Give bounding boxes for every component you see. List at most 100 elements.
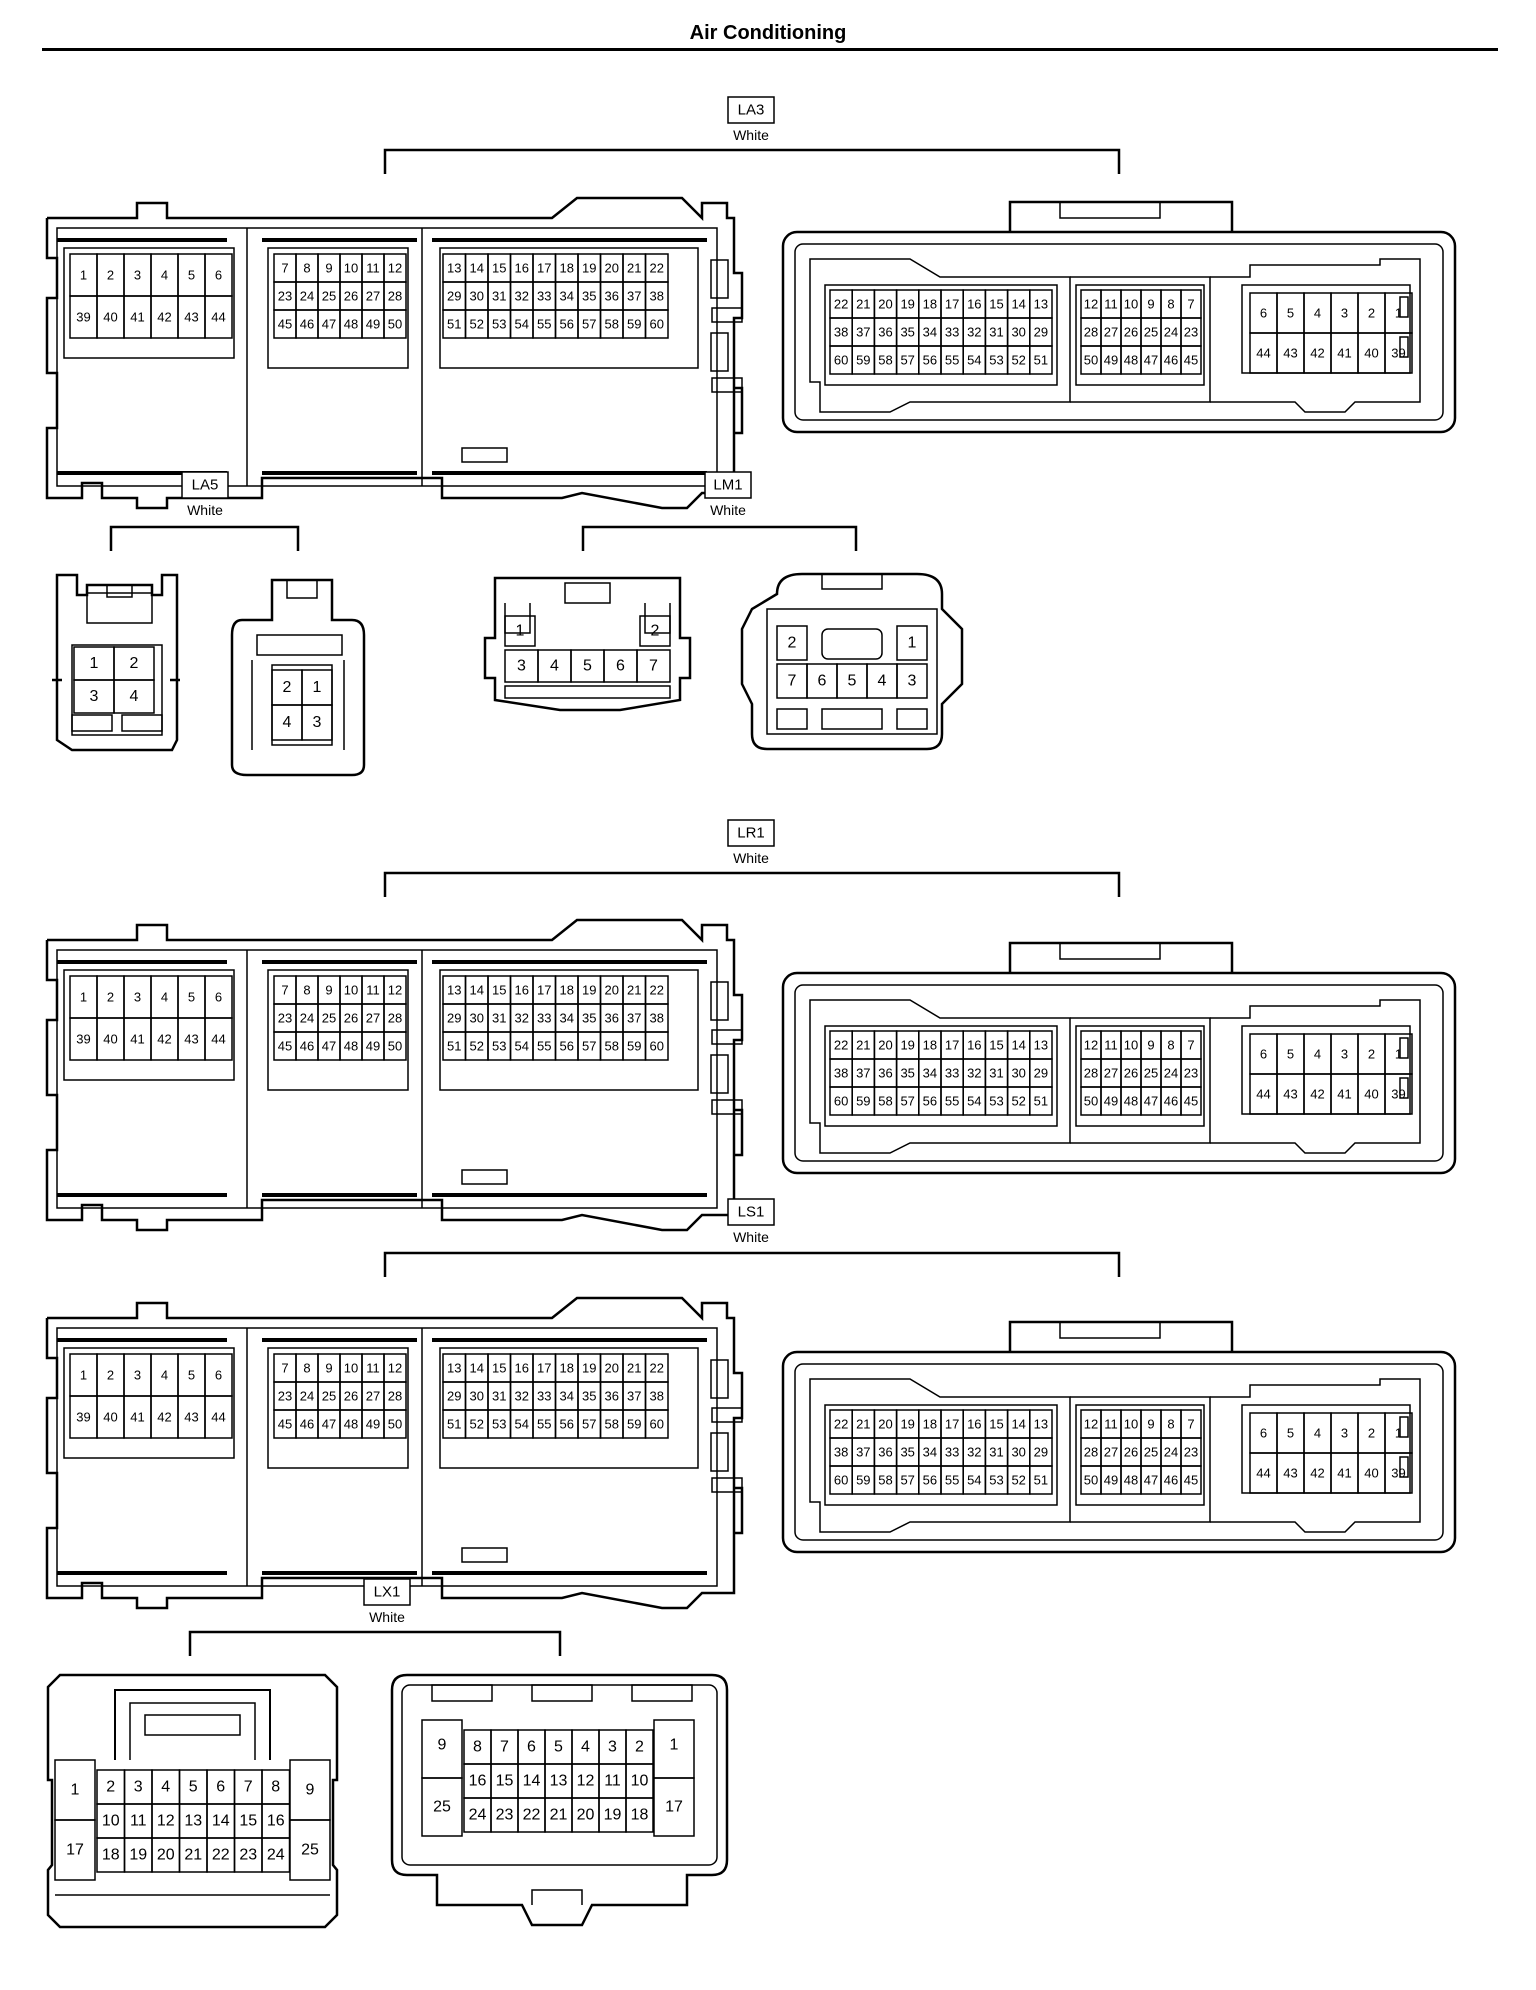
pin-label: 15: [989, 1417, 1003, 1432]
pin-label: 7: [281, 1361, 288, 1376]
pin-label: 59: [627, 1039, 641, 1054]
pin-label: 14: [212, 1813, 230, 1830]
page-title: Air Conditioning: [689, 22, 847, 44]
pin-label: 2: [283, 679, 292, 696]
pin-label: 27: [1104, 1066, 1118, 1081]
pin-label: 17: [945, 297, 959, 312]
pin-label: 58: [878, 1473, 892, 1488]
pin-label: 7: [281, 983, 288, 998]
pin-label: 20: [878, 297, 892, 312]
pin-label: 21: [184, 1847, 202, 1864]
pin-label: 44: [1256, 1466, 1270, 1481]
pin-label: 4: [1314, 1426, 1321, 1441]
pin-label: 51: [447, 1417, 461, 1432]
pin-label: 22: [834, 1038, 848, 1053]
pin-label: 57: [582, 1039, 596, 1054]
pin-label: 49: [366, 1039, 380, 1054]
pin-label: 31: [989, 325, 1003, 340]
pin-label: 9: [325, 1361, 332, 1376]
connector-code: LS1: [738, 1204, 765, 1221]
pin-label: 38: [834, 1445, 848, 1460]
connector-color: White: [733, 1229, 769, 1245]
pin-label: 8: [303, 261, 310, 276]
pin-label: 29: [447, 289, 461, 304]
pin-label: 45: [1184, 1473, 1198, 1488]
pin-label: 20: [878, 1417, 892, 1432]
pin-label: 56: [560, 1039, 574, 1054]
pin-label: 13: [1034, 1038, 1048, 1053]
pin-label: 17: [66, 1842, 84, 1859]
pin-label: 14: [470, 983, 484, 998]
pin-label: 46: [300, 1039, 314, 1054]
pin-label: 9: [1147, 1038, 1154, 1053]
pin-label: 13: [447, 1361, 461, 1376]
pin-label: 12: [577, 1773, 595, 1790]
pin-label: 52: [470, 1417, 484, 1432]
pin-label: 44: [1256, 1087, 1270, 1102]
pin-label: 35: [900, 1066, 914, 1081]
pin-label: 2: [107, 990, 114, 1005]
pin-label: 31: [492, 1389, 506, 1404]
pin-label: 48: [1124, 1473, 1138, 1488]
pin-label: 16: [967, 1038, 981, 1053]
pin-label: 51: [1034, 353, 1048, 368]
pin-label: 8: [303, 983, 310, 998]
connector-color: White: [369, 1609, 405, 1625]
pin-label: 10: [1124, 1038, 1138, 1053]
pin-label: 3: [517, 658, 526, 675]
pin-label: 35: [900, 325, 914, 340]
pin-label: 43: [1283, 1087, 1297, 1102]
pin-label: 7: [500, 1739, 509, 1756]
pin-label: 59: [856, 1473, 870, 1488]
pin-label: 26: [344, 1011, 358, 1026]
connector-color: White: [710, 502, 746, 518]
pin-label: 37: [856, 1066, 870, 1081]
pin-label: 23: [278, 1389, 292, 1404]
connector-color: White: [733, 850, 769, 866]
pin-label: 28: [388, 1011, 402, 1026]
pin-label: 6: [1260, 1426, 1267, 1441]
pin-label: 40: [1364, 1466, 1378, 1481]
pin-label: 26: [1124, 1066, 1138, 1081]
pin-label: 17: [537, 261, 551, 276]
pin-label: 22: [212, 1847, 230, 1864]
pin-label: 24: [300, 1389, 314, 1404]
pin-label: 60: [650, 1417, 664, 1432]
pin-label: 48: [344, 1039, 358, 1054]
pin-label: 51: [447, 1039, 461, 1054]
pin-label: 5: [188, 268, 195, 283]
pin-label: 22: [834, 1417, 848, 1432]
pin-label: 26: [1124, 1445, 1138, 1460]
pin-label: 52: [1011, 1094, 1025, 1109]
pin-label: 4: [1314, 1047, 1321, 1062]
pin-label: 16: [967, 297, 981, 312]
pin-label: 15: [492, 983, 506, 998]
pin-label: 4: [1314, 306, 1321, 321]
pin-label: 1: [80, 268, 87, 283]
pin-label: 47: [1144, 1473, 1158, 1488]
pin-label: 16: [515, 261, 529, 276]
pin-label: 25: [301, 1842, 319, 1859]
pin-label: 41: [130, 310, 144, 325]
pin-label: 41: [1337, 1466, 1351, 1481]
pin-label: 24: [267, 1847, 285, 1864]
pin-label: 41: [130, 1410, 144, 1425]
pin-label: 53: [989, 353, 1003, 368]
pin-label: 28: [1084, 1066, 1098, 1081]
pin-label: 14: [1011, 1038, 1025, 1053]
pin-label: 19: [582, 983, 596, 998]
pin-label: 10: [344, 983, 358, 998]
pin-label: 28: [388, 289, 402, 304]
pin-label: 48: [344, 1417, 358, 1432]
pin-label: 54: [515, 317, 529, 332]
pin-label: 33: [945, 1066, 959, 1081]
pin-label: 59: [627, 317, 641, 332]
pin-label: 10: [1124, 297, 1138, 312]
pin-label: 59: [627, 1417, 641, 1432]
